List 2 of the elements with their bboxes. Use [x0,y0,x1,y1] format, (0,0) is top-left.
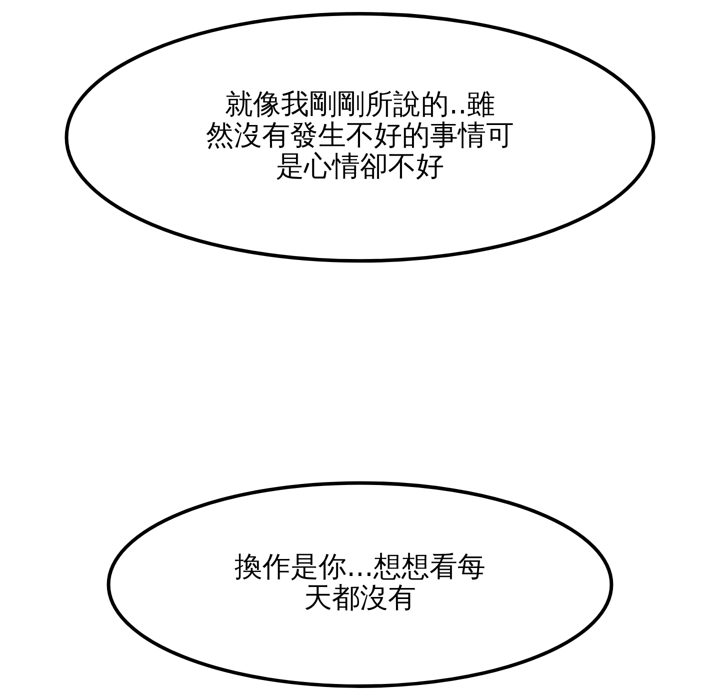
node-ellipse: 換作是你...想想看每天都沒有 [106,481,614,688]
node-ellipse: 就像我剛剛所說的..雖然沒有發生不好的事情可是心情卻不好 [64,12,656,263]
